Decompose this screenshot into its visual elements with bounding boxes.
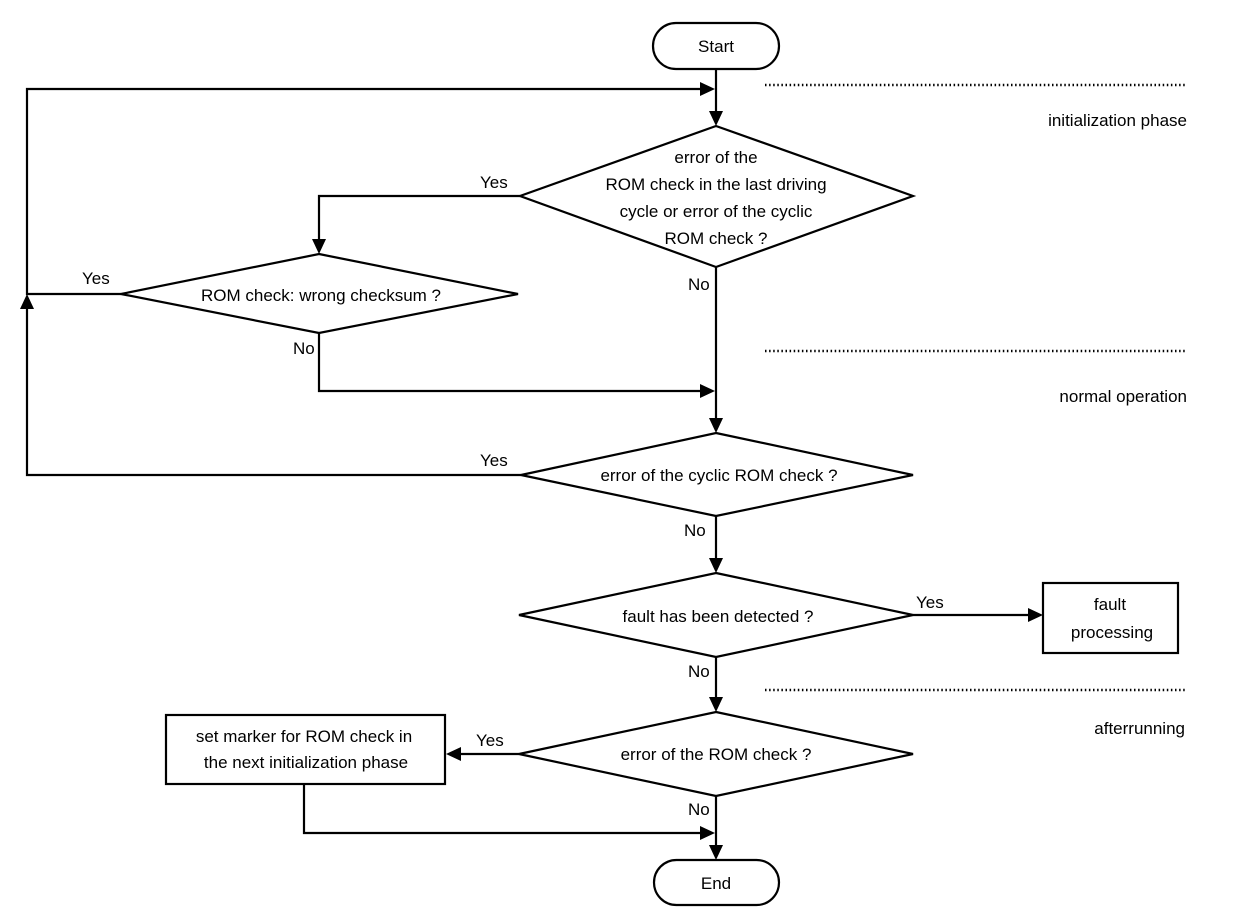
decision-wrong-checksum-label: ROM check: wrong checksum ? [201,286,441,305]
d2-yes-label: Yes [82,269,110,288]
arrowhead-into-d2 [312,239,326,254]
process-fault-processing [1041,581,1180,655]
d2-no-label: No [293,339,315,358]
phase-label-normal: normal operation [1059,387,1187,406]
arrowhead-into-d4 [709,558,723,573]
connector-d3-yes-loop [25,309,521,477]
arrowhead-into-fault [1028,608,1043,622]
connector-d2-yes-loop [25,87,701,296]
process-fault-line-1: fault [1094,595,1126,614]
d3-no-label: No [684,521,706,540]
decision-fault-label: fault has been detected ? [623,607,814,626]
decision-rom-label: error of the ROM check ? [621,745,812,764]
decision-last-cycle-line-2: ROM check in the last driving [605,175,826,194]
arrowhead-into-d1 [709,111,723,126]
process-marker-line-2: the next initialization phase [204,753,408,772]
process-set-marker [164,713,447,786]
phase-label-initialization: initialization phase [1048,111,1187,130]
decision-last-cycle-line-3: cycle or error of the cyclic [620,202,813,221]
decision-last-cycle-line-4: ROM check ? [665,229,768,248]
d5-no-label: No [688,800,710,819]
arrowhead-into-d3 [709,418,723,433]
start-label: Start [698,37,734,56]
d5-yes-label: Yes [476,731,504,750]
arrowhead-into-marker [446,747,461,761]
connector-d2-no-join [317,333,701,393]
decision-cyclic-label: error of the cyclic ROM check ? [600,466,837,485]
decision-last-cycle-line-1: error of the [674,148,757,167]
connector-marker-to-end [302,784,701,835]
process-marker-line-1: set marker for ROM check in [196,727,412,746]
arrowhead-into-end [709,845,723,860]
arrowhead-marker-join [700,826,715,840]
phase-label-afterrunning: afterrunning [1094,719,1185,738]
connector-d1-yes-to-d2 [317,194,520,240]
end-label: End [701,874,731,893]
d4-no-label: No [688,662,710,681]
arrowhead-d2-no-join [700,384,715,398]
arrowhead-loop-up [20,294,34,309]
d3-yes-label: Yes [480,451,508,470]
process-fault-line-2: processing [1071,623,1153,642]
end-terminal [652,858,781,907]
d1-no-label: No [688,275,710,294]
arrowhead-into-d5 [709,697,723,712]
d1-yes-label: Yes [480,173,508,192]
d4-yes-label: Yes [916,593,944,612]
arrowhead-loop-top [700,82,715,96]
